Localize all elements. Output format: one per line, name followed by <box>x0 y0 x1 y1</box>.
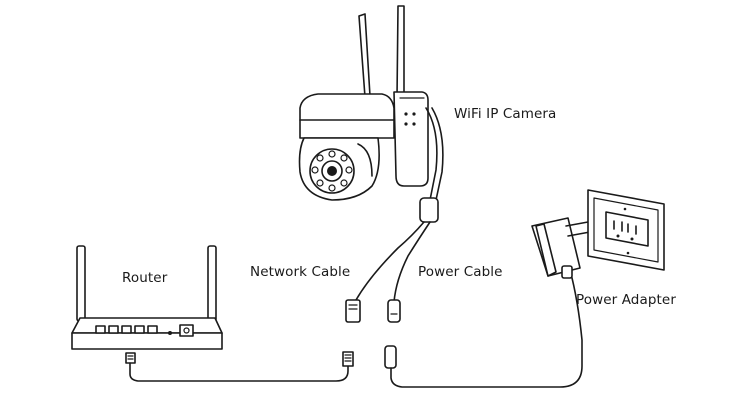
router-lan-ports <box>95 325 158 334</box>
adapter-cable <box>384 269 583 388</box>
cable-ferrite <box>419 197 439 223</box>
power-cable-label: Power Cable <box>418 264 503 280</box>
wall-outlet <box>587 189 665 271</box>
camera-mount-bracket <box>393 91 429 187</box>
camera-device <box>298 5 429 201</box>
rj45-plug-router <box>125 352 136 364</box>
camera-pigtail <box>345 107 444 323</box>
router-top <box>71 317 223 334</box>
router-led <box>168 331 172 335</box>
router-antenna-left <box>76 245 86 322</box>
adapter-prongs <box>565 221 591 237</box>
network-cable-connector <box>345 299 361 323</box>
router-antenna-right <box>207 245 217 322</box>
camera-antenna-left <box>358 13 371 98</box>
router-power-port <box>179 324 194 337</box>
power-adapter-label: Power Adapter <box>576 292 676 308</box>
router-device <box>71 245 223 350</box>
power-cable-connector <box>387 299 401 323</box>
network-cable-label: Network Cable <box>250 264 351 280</box>
dc-plug <box>384 345 397 369</box>
camera-ir-leds <box>311 150 353 192</box>
router-network-cable <box>125 351 354 382</box>
router-label: Router <box>122 270 168 286</box>
rj45-plug-camera-side <box>342 351 354 367</box>
camera-label: WiFi IP Camera <box>454 106 557 122</box>
router-front <box>71 332 223 350</box>
camera-top-housing <box>299 93 395 139</box>
camera-antenna-right <box>396 5 405 99</box>
power-adapter-device <box>531 217 591 279</box>
